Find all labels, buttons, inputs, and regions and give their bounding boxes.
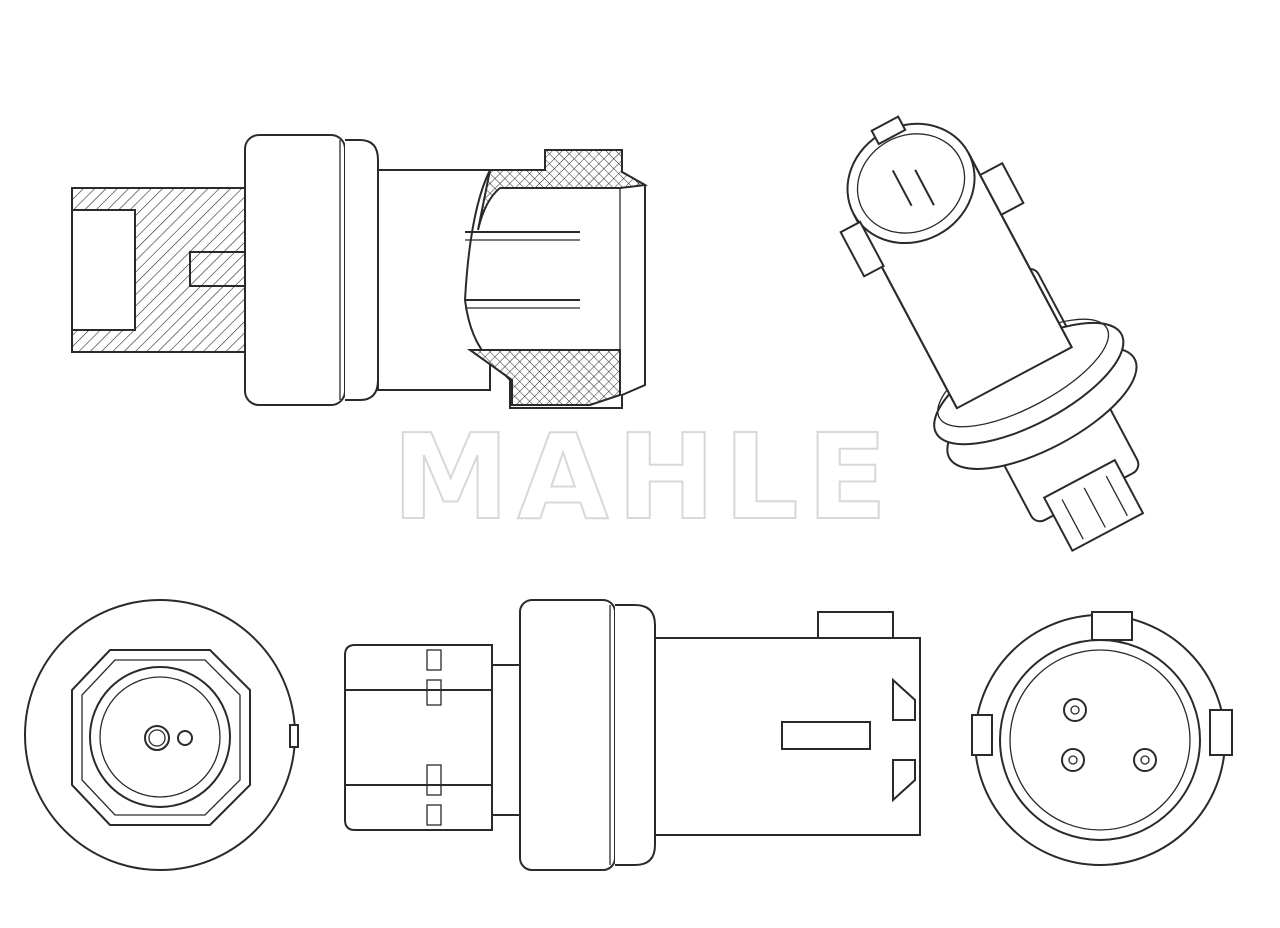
sectional-side-view — [71, 134, 649, 409]
side-view — [344, 599, 921, 871]
mahle-watermark-logo: MAHLE — [392, 408, 895, 546]
front-port-view — [24, 599, 299, 871]
connector-end-view — [971, 611, 1233, 866]
isometric-view — [839, 115, 1145, 553]
